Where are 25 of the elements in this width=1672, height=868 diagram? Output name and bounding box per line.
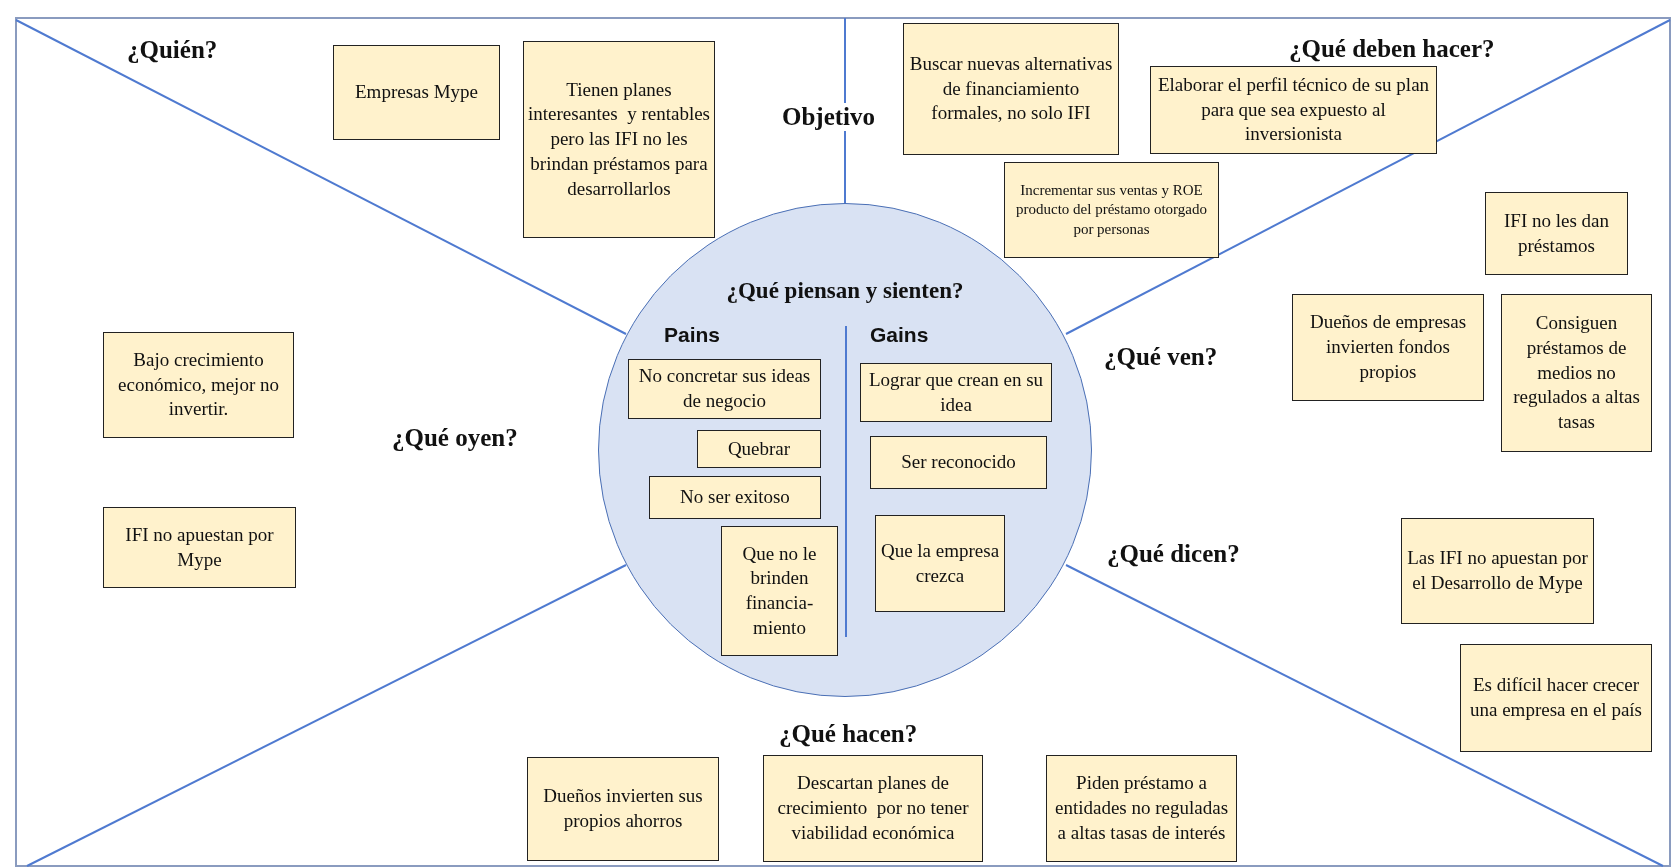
sticky-note: Dueños de empresas invierten fondos propios: [1292, 294, 1484, 401]
sticky-note: Descartan planes de crecimiento por no tener viabilidad económica: [763, 755, 983, 862]
sticky-note: Incrementar sus ventas y ROE producto del préstamo otorgado por personas: [1004, 162, 1219, 258]
column-heading: Pains: [664, 323, 721, 347]
sticky-note: Dueños invierten sus propios ahorros: [527, 757, 719, 861]
sticky-note: Lograr que crean en su idea: [860, 363, 1052, 422]
sticky-note: IFI no les dan préstamos: [1485, 192, 1628, 275]
sticky-note: Ser reconocido: [870, 436, 1047, 489]
sticky-note: No concretar sus ideas de negocio: [628, 359, 821, 419]
sticky-note: Consiguen préstamos de medios no regulados a altas tasas: [1501, 294, 1652, 452]
sticky-note: Buscar nuevas alternativas de financiamiento formales, no solo IFI: [903, 23, 1119, 155]
sticky-note: Las IFI no apuestan por el Desarrollo de Mype: [1401, 518, 1594, 624]
column-heading: Gains: [870, 323, 929, 347]
sticky-note: Piden préstamo a entidades no reguladas a altas tasas de interés: [1046, 755, 1237, 862]
sticky-note: No ser exitoso: [649, 476, 821, 519]
sticky-note: Que no le brinden financia- miento: [721, 526, 838, 656]
sticky-note: Tienen planes interesantes y rentables pero las IFI no les brindan préstamos para desarrollarlos: [523, 41, 715, 238]
sticky-note: Es difícil hacer crecer una empresa en el país: [1460, 644, 1652, 752]
sticky-note: Quebrar: [697, 430, 821, 468]
sticky-note: Bajo crecimiento económico, mejor no invertir.: [103, 332, 294, 438]
sticky-note: Que la empresa crezca: [875, 515, 1005, 612]
sticky-note: Empresas Mype: [333, 45, 500, 140]
sticky-note: Elaborar el perfil técnico de su plan para que sea expuesto al inversionista: [1150, 66, 1437, 154]
sticky-note: IFI no apuestan por Mype: [103, 507, 296, 588]
circle-heading: ¿Qué piensan y sienten?: [726, 278, 964, 304]
